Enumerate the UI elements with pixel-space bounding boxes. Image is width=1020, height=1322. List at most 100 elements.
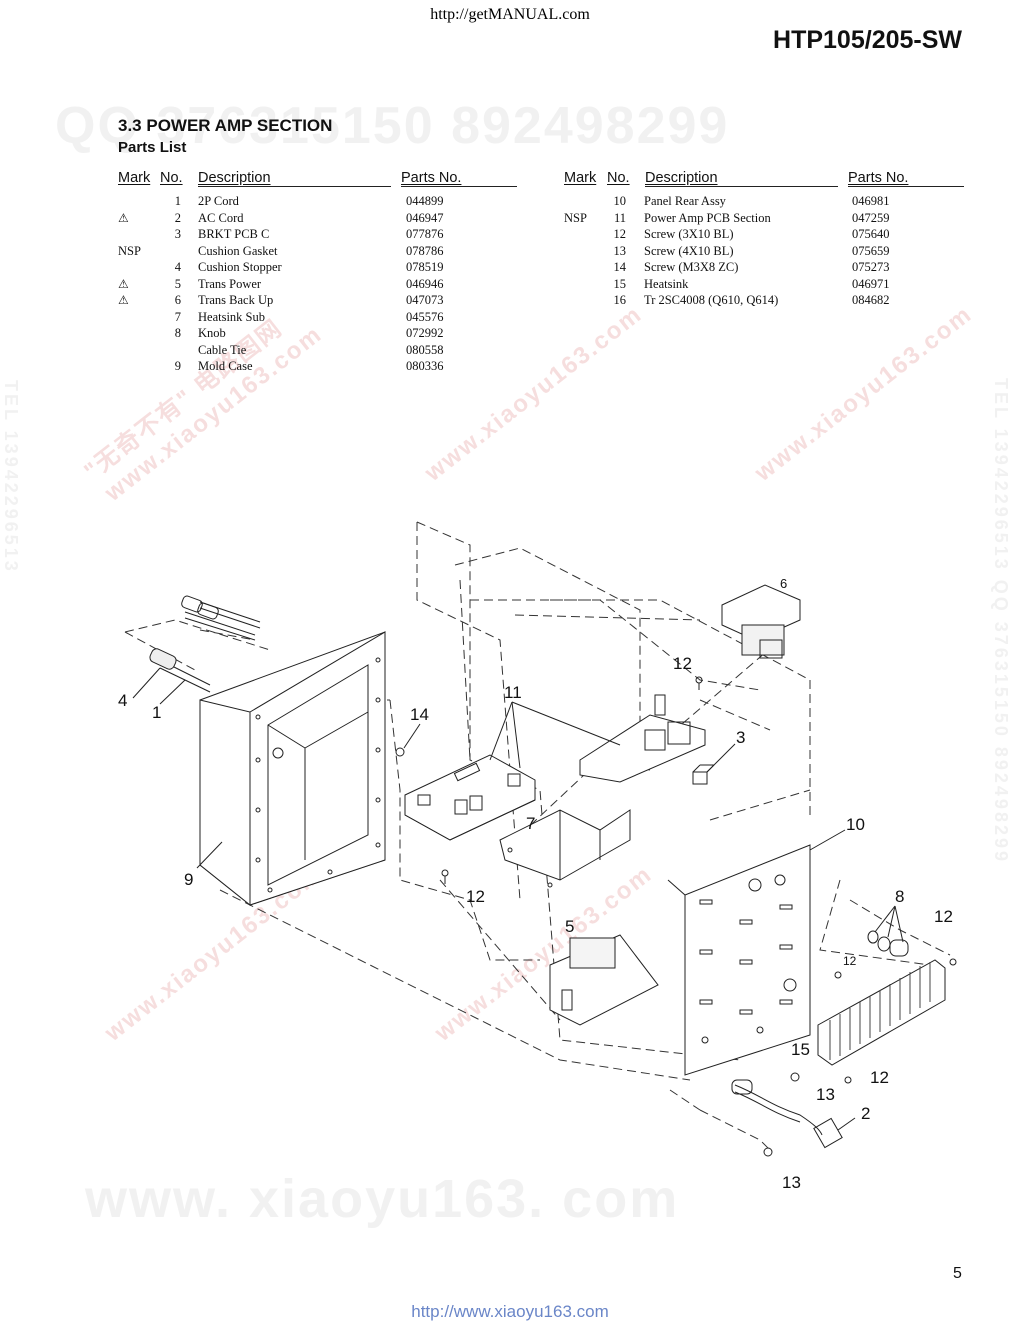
callout-12-top: 12 [673,654,692,673]
header-parts-no: Parts No. [401,170,462,186]
description-cell: BRKT PCB C [198,227,270,241]
no-cell: 9 [174,359,181,373]
header-mark-right: Mark [564,170,597,186]
parts-no-cell: 078786 [406,243,444,258]
no-cell: 13 [613,243,627,258]
callout-5: 5 [565,917,575,936]
header-parts-no-line [401,186,517,187]
callout-6: 6 [780,576,788,591]
section-title: 3.3 POWER AMP SECTION [118,116,333,135]
callout-12-small: 12 [843,954,857,968]
watermark-side-left: TEL 13942296513 [1,380,21,574]
parts-list-title: Parts List [118,139,187,156]
header-description-line-right [645,186,838,187]
parts-row: Cable Tie 080558 [0,342,1020,359]
callout-9: 9 [184,870,194,889]
parts-row: 10 Panel Rear Assy 046981 [0,193,1020,210]
parts-row: NSP Cushion Gasket 078786 [0,243,1020,260]
heatsink-sub [499,809,631,888]
callout-11: 11 [504,683,522,702]
parts-no-cell: 047073 [406,293,444,307]
description-cell: Knob [198,326,226,340]
parts-no-cell: 075659 [852,243,890,258]
callout-12-bottom: 12 [870,1068,889,1087]
power-amp-pcb [404,754,536,841]
parts-no-cell: 044899 [406,194,444,208]
screws [395,676,957,1157]
callout-13-a: 13 [816,1085,835,1104]
ac-cord [731,1079,843,1149]
no-cell: 14 [613,260,627,274]
header-parts-no-right: Parts No. [848,170,909,186]
description-cell: Power Amp PCB Section [644,210,771,225]
panel-rear [667,844,811,1076]
callout-15: 15 [791,1040,810,1059]
description-cell: Trans Power [198,276,262,291]
callout-12-right: 12 [934,907,953,926]
parts-no-cell: 080558 [406,342,444,357]
header-no-right: No. [607,170,630,186]
no-cell: 8 [174,326,181,340]
description-cell: Screw (4X10 BL) [644,243,734,258]
mark-cell: NSP [118,243,141,258]
header-mark: Mark [118,170,151,186]
watermark-side-right: TEL 13942296513 QQ 376315150 892498299 [991,378,1011,864]
description-cell: Heatsink Sub [198,309,266,324]
no-cell: 12 [613,227,627,241]
callout-4: 4 [118,691,128,710]
parts-no-cell: 078519 [406,260,444,274]
parts-no-cell: 080336 [406,359,444,373]
no-cell: 16 [613,293,627,307]
description-cell: Cable Tie [198,342,247,357]
description-cell: AC Cord [198,210,244,225]
no-cell: 10 [613,194,627,208]
description-cell: Screw (M3X8 ZC) [644,260,739,274]
callout-3: 3 [736,728,746,747]
mark-cell: NSP [564,210,587,225]
description-cell: Panel Rear Assy [644,194,726,208]
two-pin-cord [149,595,261,693]
description-cell: 2P Cord [198,194,239,208]
parts-row: 15 Heatsink 046971 [0,276,1020,293]
no-cell: 3 [174,227,181,241]
heatsink [817,959,946,1066]
bottom-link[interactable]: http://www.xiaoyu163.com [411,1302,609,1321]
no-cell: 2 [174,210,181,225]
callout-13-b: 13 [782,1173,801,1192]
parts-no-cell: 075273 [852,260,890,274]
top-link[interactable]: http://getMANUAL.com [430,6,590,23]
description-cell: Cushion Gasket [198,243,278,258]
parts-no-cell: 046981 [852,194,890,208]
description-cell: Heatsink [644,276,689,291]
no-cell: 7 [174,309,181,324]
watermark-qq-top: QQ 376315150 892498299 [55,97,730,155]
mold-case [199,631,386,907]
no-cell: 15 [613,276,627,291]
trans-back-up [721,584,801,659]
page-number: 5 [953,1265,962,1282]
callout-7: 7 [526,814,536,833]
header-no: No. [160,170,183,186]
header-description-line [198,186,391,187]
watermark-bottom: www. xiaoyu163. com [85,1169,680,1229]
sub-pcb [579,694,706,783]
parts-no-cell: 046947 [406,210,444,225]
parts-no-cell: 046971 [852,276,890,291]
mark-cell: ⚠ [118,210,129,225]
mark-cell: ⚠ [118,293,129,307]
description-cell: Trans Back Up [198,293,274,307]
leader-lines [132,667,904,1131]
callout-2: 2 [861,1104,871,1123]
description-cell: Tr 2SC4008 (Q610, Q614) [644,293,779,307]
